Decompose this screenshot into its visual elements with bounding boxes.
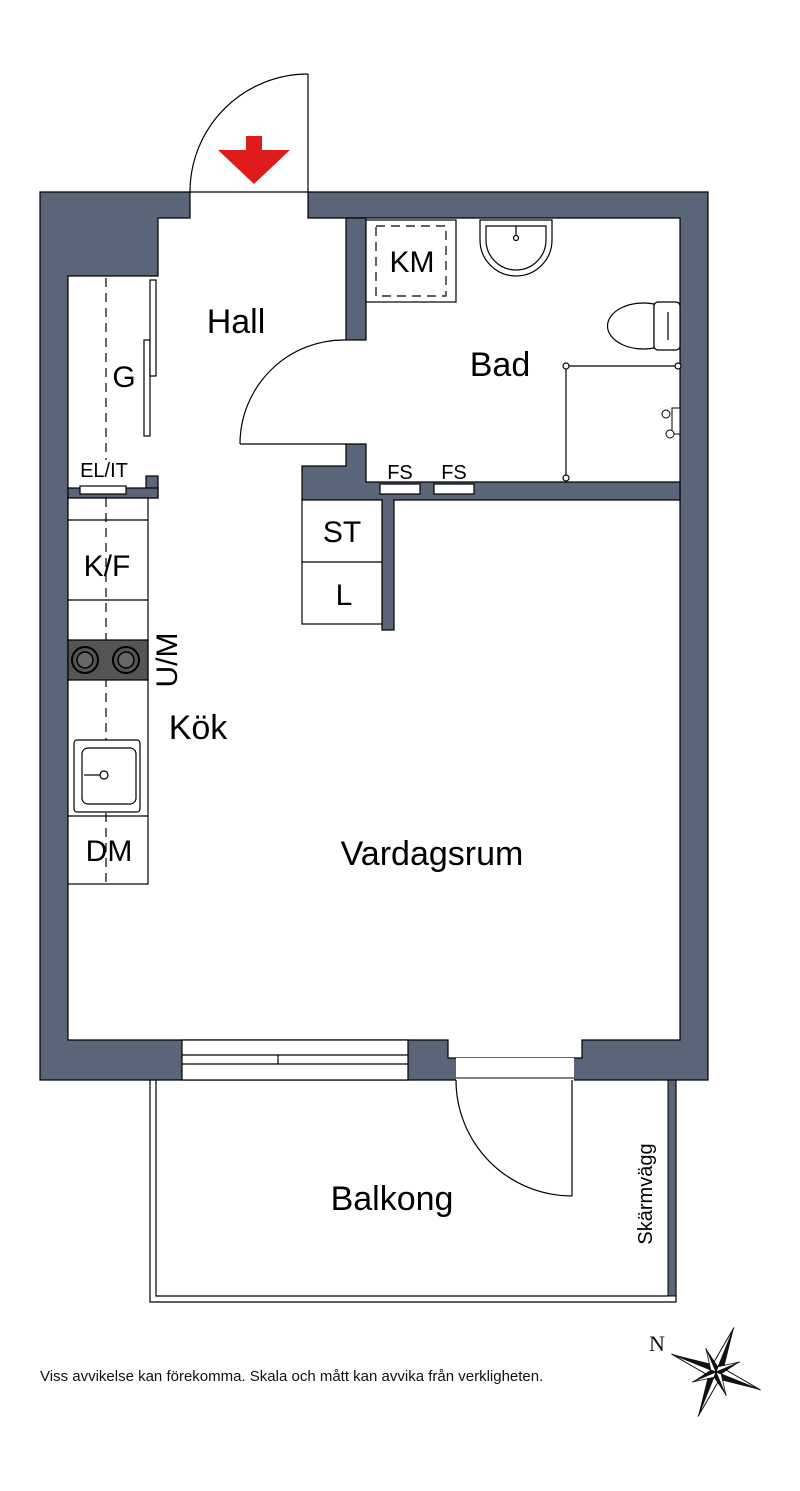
wardrobe (79, 278, 157, 495)
fixture-label-st: ST (323, 516, 361, 549)
washing-machine-icon (365, 219, 457, 303)
kitchen-counter (67, 497, 149, 885)
fixture-label-el-it: EL/IT (80, 460, 128, 482)
outer-wall (39, 191, 709, 1081)
fixture-label-l: L (336, 579, 353, 612)
shower-area (562, 362, 682, 482)
floor-drains (379, 483, 475, 495)
shower-head-icon (661, 407, 681, 439)
compass-rose-icon (671, 1327, 761, 1417)
entrance-door (189, 73, 309, 193)
storage-cabinets (301, 499, 383, 625)
fixture-label-um: U/M (151, 633, 184, 688)
fixture-label-g: G (112, 361, 135, 394)
room-label-vardagsrum: Vardagsrum (341, 835, 524, 873)
fixture-label-dm: DM (86, 835, 133, 868)
room-label-hall: Hall (207, 303, 266, 341)
room-label-bad: Bad (470, 346, 531, 384)
disclaimer-text: Viss avvikelse kan förekomma. Skala och … (40, 1368, 543, 1385)
room-label-kok: Kök (169, 709, 229, 747)
toilet-icon (606, 301, 681, 351)
kitchen-sink-icon (73, 739, 141, 813)
fixture-label-km: KM (390, 246, 435, 279)
entrance-arrow-icon (218, 136, 290, 184)
compass-north-label: N (649, 1331, 665, 1356)
bathroom-door (239, 339, 347, 445)
fixture-label-fs-2: FS (441, 462, 467, 484)
window (181, 1039, 409, 1081)
stove-icon (67, 639, 149, 681)
balcony-door (455, 1079, 573, 1197)
fixture-label-skarmvagg: Skärmvägg (635, 1143, 657, 1244)
fixture-label-kf: K/F (84, 550, 131, 583)
screen-wall (667, 1079, 677, 1297)
room-label-balkong: Balkong (331, 1180, 454, 1218)
washbasin-icon (479, 219, 553, 277)
wall-hall-bad-upper (345, 217, 367, 341)
fixture-label-fs-1: FS (387, 462, 413, 484)
